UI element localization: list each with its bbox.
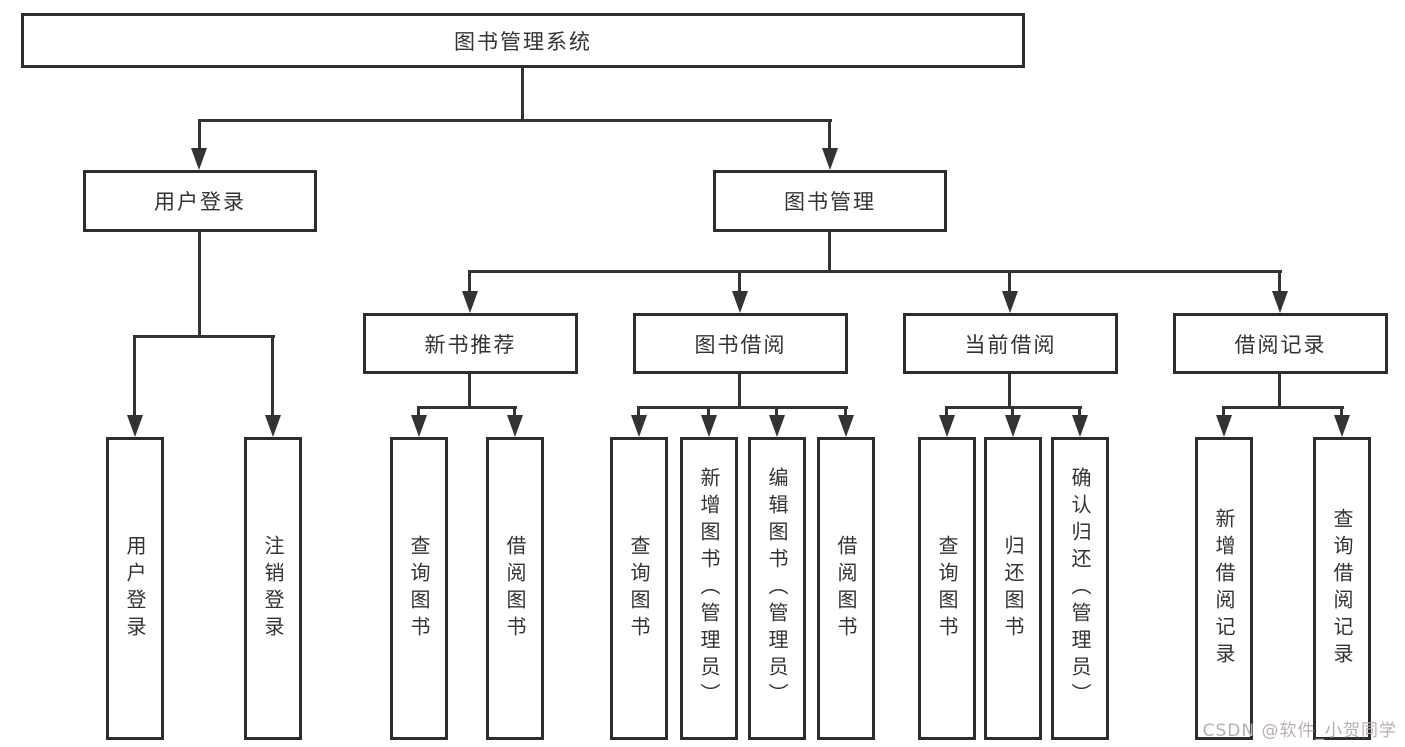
connector-cb-query-drop	[945, 406, 948, 418]
connector-book-borrow-rail	[637, 406, 848, 409]
connector-leaf-logout-drop	[271, 335, 274, 417]
node-book-mgmt: 图书管理	[713, 170, 947, 232]
arrow-cb-query	[939, 415, 955, 437]
connector-br-add-drop	[1222, 406, 1225, 418]
arrow-book-mgmt	[822, 148, 838, 170]
node-new-book-rec-label: 新书推荐	[424, 332, 517, 357]
connector-root-stem	[521, 67, 524, 119]
leaf-br-query-record: 查询借阅记录	[1313, 437, 1371, 740]
leaf-nb-query-book: 查询图书	[390, 437, 448, 740]
arrow-leaf-logout	[265, 415, 281, 437]
arrow-nb-query	[411, 415, 427, 437]
arrow-bb-edit	[769, 415, 785, 437]
arrow-new-book-rec	[462, 291, 478, 313]
leaf-cb-return-book: 归还图书	[984, 437, 1042, 740]
arrow-br-query	[1334, 415, 1350, 437]
node-book-mgmt-label: 图书管理	[784, 190, 876, 214]
node-borrow-record-label: 借阅记录	[1234, 332, 1327, 357]
arrow-br-add	[1216, 415, 1232, 437]
node-new-book-rec: 新书推荐	[363, 313, 578, 374]
connector-user-login-drop	[198, 119, 201, 149]
node-user-login-label: 用户登录	[154, 190, 246, 214]
leaf-user-login: 用户登录	[106, 437, 164, 740]
arrow-borrow-record	[1272, 291, 1288, 313]
connector-borrow-record-drop	[1278, 270, 1281, 293]
leaf-cb-query-book: 查询图书	[918, 437, 976, 740]
node-root-label: 图书管理系统	[454, 29, 592, 54]
connector-bb-add-drop	[707, 406, 710, 418]
node-root: 图书管理系统	[21, 13, 1025, 68]
leaf-bb-query-book-label: 查询图书	[627, 534, 651, 643]
connector-borrow-record-rail	[1222, 406, 1344, 409]
connector-book-borrow-drop	[738, 270, 741, 293]
arrow-user-login	[191, 148, 207, 170]
arrow-bb-add	[701, 415, 717, 437]
leaf-bb-edit-book-label: 编辑图书（管理员）	[765, 467, 789, 710]
connector-user-login-rail	[133, 335, 275, 338]
connector-borrow-record-stem	[1278, 374, 1281, 406]
leaf-nb-borrow-book-label: 借阅图书	[503, 534, 527, 643]
connector-bb-query-drop	[637, 406, 640, 418]
connector-nb-borrow-drop	[513, 406, 516, 418]
connector-current-borrow-drop	[1008, 270, 1011, 293]
arrow-bb-borrow	[838, 415, 854, 437]
connector-new-book-stem	[468, 374, 471, 406]
leaf-cb-confirm-return: 确认归还（管理员）	[1051, 437, 1109, 740]
connector-book-mgmt-stem	[828, 232, 831, 270]
leaf-bb-query-book: 查询图书	[610, 437, 668, 740]
leaf-nb-borrow-book: 借阅图书	[486, 437, 544, 740]
csdn-watermark: CSDN @软件_小贺同学	[1202, 721, 1397, 741]
node-borrow-record: 借阅记录	[1173, 313, 1388, 374]
connector-book-mgmt-drop	[828, 119, 831, 149]
connector-nb-query-drop	[417, 406, 420, 418]
arrow-cb-return	[1005, 415, 1021, 437]
leaf-user-login-label: 用户登录	[123, 534, 147, 643]
connector-current-borrow-stem	[1008, 374, 1011, 406]
node-book-borrow: 图书借阅	[633, 313, 848, 374]
leaf-bb-borrow-book-label: 借阅图书	[834, 534, 858, 643]
arrow-nb-borrow	[507, 415, 523, 437]
leaf-bb-add-book: 新增图书（管理员）	[680, 437, 738, 740]
leaf-br-add-record-label: 新增借阅记录	[1212, 507, 1236, 670]
leaf-bb-add-book-label: 新增图书（管理员）	[697, 467, 721, 710]
leaf-cb-return-book-label: 归还图书	[1001, 534, 1025, 643]
leaf-logout: 注销登录	[244, 437, 302, 740]
leaf-bb-edit-book: 编辑图书（管理员）	[748, 437, 806, 740]
leaf-br-query-record-label: 查询借阅记录	[1330, 507, 1354, 670]
connector-bb-borrow-drop	[844, 406, 847, 418]
leaf-br-add-record: 新增借阅记录	[1195, 437, 1253, 740]
node-user-login: 用户登录	[83, 170, 317, 232]
connector-cb-return-drop	[1011, 406, 1014, 418]
arrow-cb-confirm	[1072, 415, 1088, 437]
connector-level2-rail	[198, 119, 832, 122]
connector-level3-rail	[468, 270, 1282, 273]
connector-cb-confirm-drop	[1078, 406, 1081, 418]
leaf-nb-query-book-label: 查询图书	[407, 534, 431, 643]
connector-bb-edit-drop	[775, 406, 778, 418]
node-current-borrow: 当前借阅	[903, 313, 1118, 374]
leaf-cb-confirm-return-label: 确认归还（管理员）	[1068, 467, 1092, 710]
arrow-leaf-login	[127, 415, 143, 437]
connector-book-borrow-stem	[738, 374, 741, 406]
arrow-current-borrow	[1002, 291, 1018, 313]
leaf-bb-borrow-book: 借阅图书	[817, 437, 875, 740]
connector-leaf-login-drop	[133, 335, 136, 417]
node-book-borrow-label: 图书借阅	[694, 332, 787, 357]
connector-new-book-rail	[417, 406, 517, 409]
leaf-cb-query-book-label: 查询图书	[935, 534, 959, 643]
node-current-borrow-label: 当前借阅	[964, 332, 1057, 357]
leaf-logout-label: 注销登录	[261, 534, 285, 643]
arrow-book-borrow	[732, 291, 748, 313]
connector-br-query-drop	[1340, 406, 1343, 418]
connector-new-book-drop	[468, 270, 471, 293]
arrow-bb-query	[631, 415, 647, 437]
connector-user-login-stem	[198, 232, 201, 335]
